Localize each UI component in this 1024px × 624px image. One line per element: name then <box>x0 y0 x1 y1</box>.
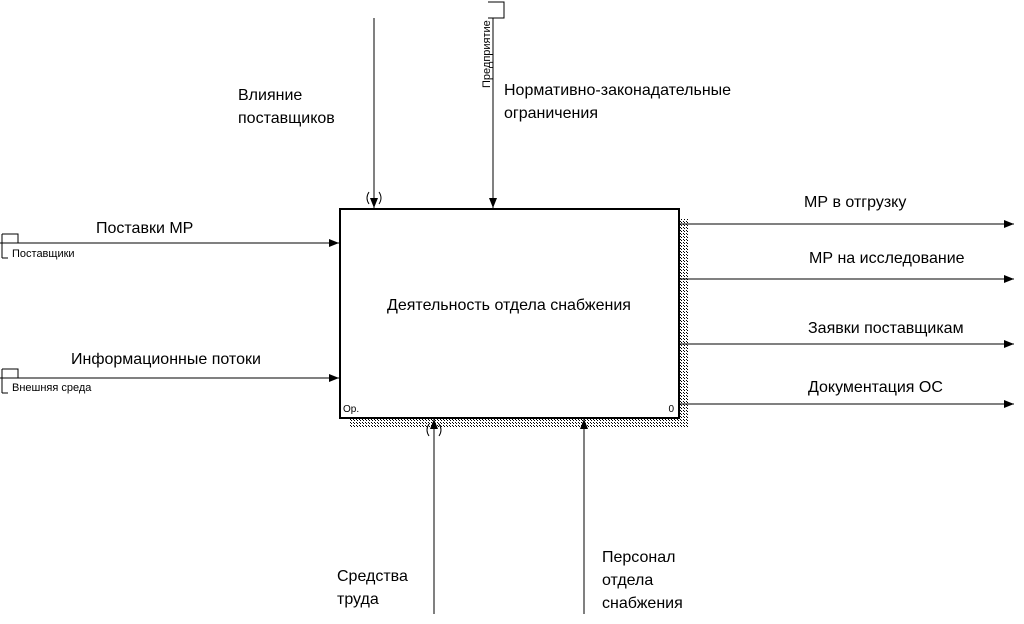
label-staff-2: отдела <box>602 572 653 589</box>
label-output-research: МР на исследование <box>809 250 965 267</box>
input-arrow-info-flows[interactable] <box>0 368 339 394</box>
box-shadow <box>350 219 688 428</box>
label-output-documentation: Документация ОС <box>808 379 943 396</box>
input-arrow-supplies[interactable] <box>0 233 339 259</box>
label-regulations-2: ограничения <box>504 105 598 122</box>
activity-title: Деятельность отдела снабжения <box>387 297 631 314</box>
label-supplier-influence-2: поставщиков <box>238 110 335 127</box>
tunnel-bracket-suppliers <box>1 234 8 259</box>
control-arrow-regulations[interactable] <box>488 1 505 208</box>
tunnel-paren-right <box>438 423 442 437</box>
tunnel-label-environment: Внешняя среда <box>12 382 92 394</box>
tunnel-paren-right <box>378 191 382 205</box>
label-supplies: Поставки МР <box>96 220 193 237</box>
label-staff-3: снабжения <box>602 595 683 612</box>
label-info-flows: Информационные потоки <box>71 351 261 368</box>
tunnel-paren-left <box>426 423 430 437</box>
label-tools-1: Средства <box>337 568 408 585</box>
tunnel-bracket-enterprise <box>488 1 505 19</box>
tunnel-label-suppliers: Поставщики <box>12 248 75 260</box>
label-supplier-influence-1: Влияние <box>238 87 302 104</box>
label-staff-1: Персонал <box>602 549 675 566</box>
box-corner-left: Ор. <box>343 404 359 415</box>
label-regulations-1: Нормативно-законадательные <box>504 82 731 99</box>
activity-box[interactable]: Деятельность отдела снабжения Ор. 0 <box>339 208 680 419</box>
tunnel-paren-left <box>366 191 370 205</box>
control-arrow-supplier-influence[interactable] <box>366 18 382 208</box>
tunnel-label-enterprise: Предприятие <box>481 20 493 88</box>
label-tools-2: труда <box>337 591 379 608</box>
mechanism-arrow-tools[interactable] <box>426 419 442 614</box>
tunnel-bracket-environment <box>1 369 8 394</box>
label-output-supplier-requests: Заявки поставщикам <box>808 320 964 337</box>
label-output-shipment: МР в отгрузку <box>804 194 906 211</box>
box-node-number: 0 <box>668 404 674 415</box>
